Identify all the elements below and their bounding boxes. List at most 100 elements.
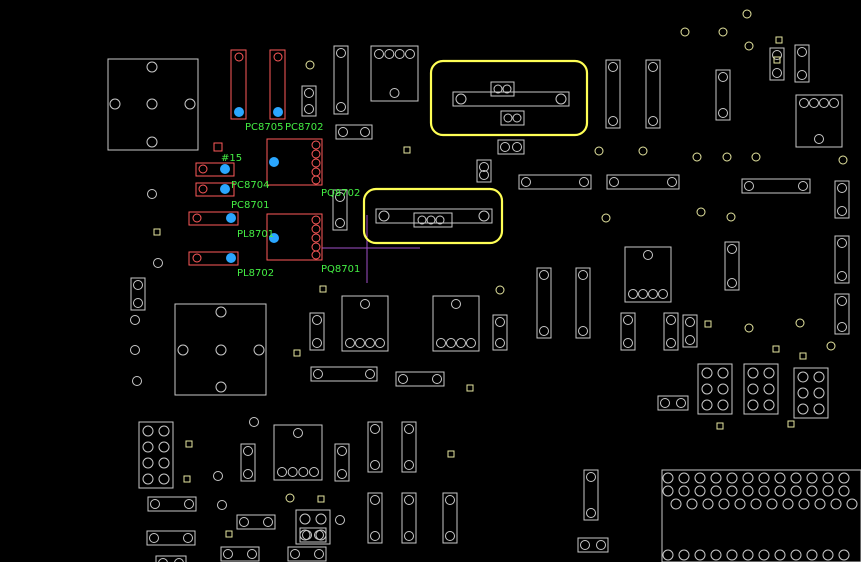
via (680, 27, 690, 37)
component-vertical (367, 492, 383, 544)
connector-pin (694, 485, 706, 497)
via (601, 213, 611, 223)
connector-pin (790, 549, 802, 561)
connector-pin (686, 498, 698, 510)
component-vertical (401, 492, 417, 544)
test-point (773, 56, 781, 64)
component-vertical (309, 312, 325, 351)
connector-pin (766, 498, 778, 510)
component-vertical (715, 69, 731, 121)
component-ic (795, 94, 843, 148)
connector-pin (758, 485, 770, 497)
pl8701-footprint[interactable] (188, 211, 239, 226)
connector-pin (726, 549, 738, 561)
pq8702-footprint[interactable] (266, 138, 323, 186)
via (285, 493, 295, 503)
highlighted-component-1[interactable] (429, 59, 589, 137)
component-horizontal (741, 178, 811, 194)
connector-pin (662, 472, 674, 484)
test-point (225, 530, 233, 538)
component-horizontal (395, 371, 445, 387)
label-pc8701: PC8701 (231, 200, 269, 211)
test-point (447, 450, 455, 458)
connector-pin (830, 498, 842, 510)
test-point (799, 352, 807, 360)
connector-pin (838, 549, 850, 561)
connector-pin (758, 472, 770, 484)
connector-pin (702, 498, 714, 510)
component-array (138, 421, 174, 489)
test-point (183, 475, 191, 483)
via (744, 41, 754, 51)
pq8701-footprint[interactable] (266, 213, 323, 261)
mounting-pad (130, 315, 140, 325)
connector-pin (822, 549, 834, 561)
label-15: #15 (221, 153, 242, 164)
highlighted-component-2[interactable] (362, 187, 504, 245)
component-vertical (333, 45, 349, 115)
via (744, 323, 754, 333)
test-point (319, 285, 327, 293)
component-vertical (492, 314, 508, 351)
test-point (153, 228, 161, 236)
via (826, 341, 836, 351)
connector-pin (806, 472, 818, 484)
component-vertical (605, 59, 621, 129)
via (838, 155, 848, 165)
pc8704-footprint[interactable] (195, 162, 235, 177)
mounting-pad (217, 500, 227, 510)
component-horizontal (220, 546, 260, 562)
component-vertical (401, 421, 417, 473)
via (751, 152, 761, 162)
connector-pin (726, 485, 738, 497)
component-ic (624, 246, 672, 303)
connector-pin (806, 549, 818, 561)
component-array (295, 509, 331, 545)
connector-pin (774, 472, 786, 484)
label-pc8704: PC8704 (231, 180, 269, 191)
component-vertical (583, 469, 599, 521)
component-vertical (663, 312, 679, 351)
footprint-large-square-2[interactable] (174, 303, 267, 396)
via (726, 212, 736, 222)
test-point (775, 36, 783, 44)
connector-pin (662, 485, 674, 497)
pl8702-footprint[interactable] (188, 251, 239, 266)
pc8702-footprint[interactable] (269, 49, 286, 120)
component-vertical (769, 47, 785, 81)
connector-pin (694, 549, 706, 561)
connector-pin (742, 485, 754, 497)
component-vertical (130, 277, 146, 311)
component-ic (341, 295, 389, 352)
component-ic (370, 45, 419, 102)
selected-net-trace (322, 215, 420, 283)
component-vertical (834, 293, 850, 335)
connector-pin (710, 485, 722, 497)
via (742, 9, 752, 19)
component-horizontal (236, 514, 276, 530)
via (594, 146, 604, 156)
connector-pin (734, 498, 746, 510)
component-vertical (536, 267, 552, 339)
connector-pin (670, 498, 682, 510)
connector-pin (838, 485, 850, 497)
test-point (403, 146, 411, 154)
footprint-large-square-1[interactable] (107, 58, 199, 151)
component-ic (273, 424, 323, 481)
test-point (704, 320, 712, 328)
test-point (185, 440, 193, 448)
connector-pin (710, 549, 722, 561)
component-vertical (334, 443, 350, 482)
connector-pin (662, 549, 674, 561)
label-pl8701: PL8701 (237, 229, 274, 240)
connector-pin (822, 485, 834, 497)
pc8701-footprint[interactable] (195, 182, 235, 197)
pc8705-footprint[interactable] (230, 49, 247, 120)
component-vertical (476, 159, 492, 183)
component-horizontal (497, 139, 525, 155)
connector-pin (678, 472, 690, 484)
component-vertical (682, 314, 698, 348)
mounting-pad (153, 258, 163, 268)
test-point (716, 422, 724, 430)
